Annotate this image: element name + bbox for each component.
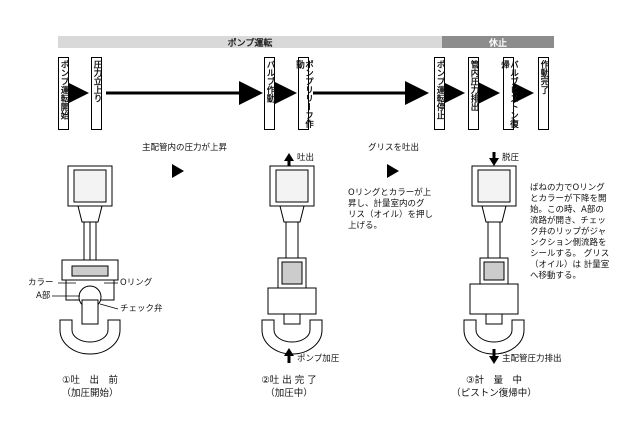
desc-line: 始。この時、A部の bbox=[530, 205, 604, 215]
step-pump-start: ポンプ運転開始 bbox=[58, 57, 69, 130]
pump-unit-1 bbox=[59, 165, 121, 355]
pump-unit-3 bbox=[463, 165, 525, 355]
caption-title: ①吐 出 前 bbox=[61, 375, 119, 386]
flow-arrows bbox=[284, 152, 499, 364]
leader-lines bbox=[52, 282, 119, 310]
label-decompress: 脱圧 bbox=[502, 153, 520, 163]
play-triangle-1 bbox=[172, 164, 184, 178]
caption-subtitle: （加圧開始） bbox=[61, 388, 119, 399]
desc-line: 昇し、計量室内のグ bbox=[348, 199, 425, 209]
play-triangle-2 bbox=[387, 164, 399, 178]
caption-before-discharge: ①吐 出 前 （加圧開始） bbox=[35, 374, 145, 400]
desc-line: Oリングとカラーが上 bbox=[348, 188, 432, 198]
caption-title: ②吐 出 完 了 bbox=[261, 375, 317, 386]
desc-line: とカラーが下降を開 bbox=[530, 194, 607, 204]
desc-line: シールする。 グリス bbox=[530, 249, 610, 259]
step-pump-relief: ポンプリリーフ作動 bbox=[295, 57, 314, 130]
desc-line: へ移動する。 bbox=[530, 271, 582, 281]
note-grease-discharge: グリスを吐出 bbox=[368, 143, 420, 153]
caption-subtitle: （加圧中） bbox=[265, 388, 313, 399]
phase-stop-band: 休止 bbox=[442, 36, 554, 49]
label-check-valve: チェック弁 bbox=[120, 304, 163, 314]
caption-discharge-complete: ②吐 出 完 了 （加圧中） bbox=[234, 374, 344, 400]
step-pressure-rise: 圧力立上り bbox=[91, 57, 102, 130]
desc-line: ンクション側流路を bbox=[530, 238, 607, 248]
description-discharge: Oリングとカラーが上 昇し、計量室内のグ リス（オイル）を押し 上げる。 bbox=[348, 188, 433, 232]
description-metering: ばねの力でOリング とカラーが下降を開 始。この時、A部の 流路が開き、チェッ … bbox=[530, 183, 609, 282]
step-pipe-exhaust: 管内圧力排出 bbox=[468, 57, 479, 130]
label-discharge: 吐出 bbox=[297, 153, 315, 163]
caption-metering: ③計 量 中 （ピストン復帰中） bbox=[439, 374, 549, 400]
step-piston-return: バルブピストン復帰 bbox=[500, 57, 519, 130]
desc-line: ク弁のリップがジャ bbox=[530, 227, 607, 237]
caption-subtitle: （ピストン復帰中） bbox=[451, 388, 537, 399]
label-pump-pressure: ポンプ加圧 bbox=[297, 354, 340, 364]
step-valve-actuate: バルブ作動 bbox=[264, 57, 275, 130]
note-pressure-rise: 主配管内の圧力が上昇 bbox=[142, 143, 228, 153]
pump-unit-2 bbox=[261, 165, 323, 355]
phase-run-label: ポンプ運転 bbox=[227, 38, 273, 49]
step-pump-stop: ポンプ運転停止 bbox=[434, 57, 445, 130]
step-complete: 作動完了 bbox=[538, 57, 549, 130]
label-a-part: A部 bbox=[36, 291, 51, 301]
desc-line: 上げる。 bbox=[348, 221, 383, 231]
phase-run-band: ポンプ運転 bbox=[58, 36, 442, 49]
desc-line: （オイル）は 計量室 bbox=[530, 260, 610, 270]
label-main-pipe-exhaust: 主配管圧力排出 bbox=[502, 354, 562, 364]
desc-line: 流路が開き、チェッ bbox=[530, 216, 606, 226]
desc-line: ばねの力でOリング bbox=[530, 183, 605, 193]
label-collar: カラー bbox=[28, 278, 54, 288]
caption-title: ③計 量 中 bbox=[465, 375, 523, 386]
label-o-ring: Oリング bbox=[120, 278, 153, 288]
phase-stop-label: 休止 bbox=[488, 38, 507, 49]
desc-line: リス（オイル）を押し bbox=[348, 210, 434, 220]
